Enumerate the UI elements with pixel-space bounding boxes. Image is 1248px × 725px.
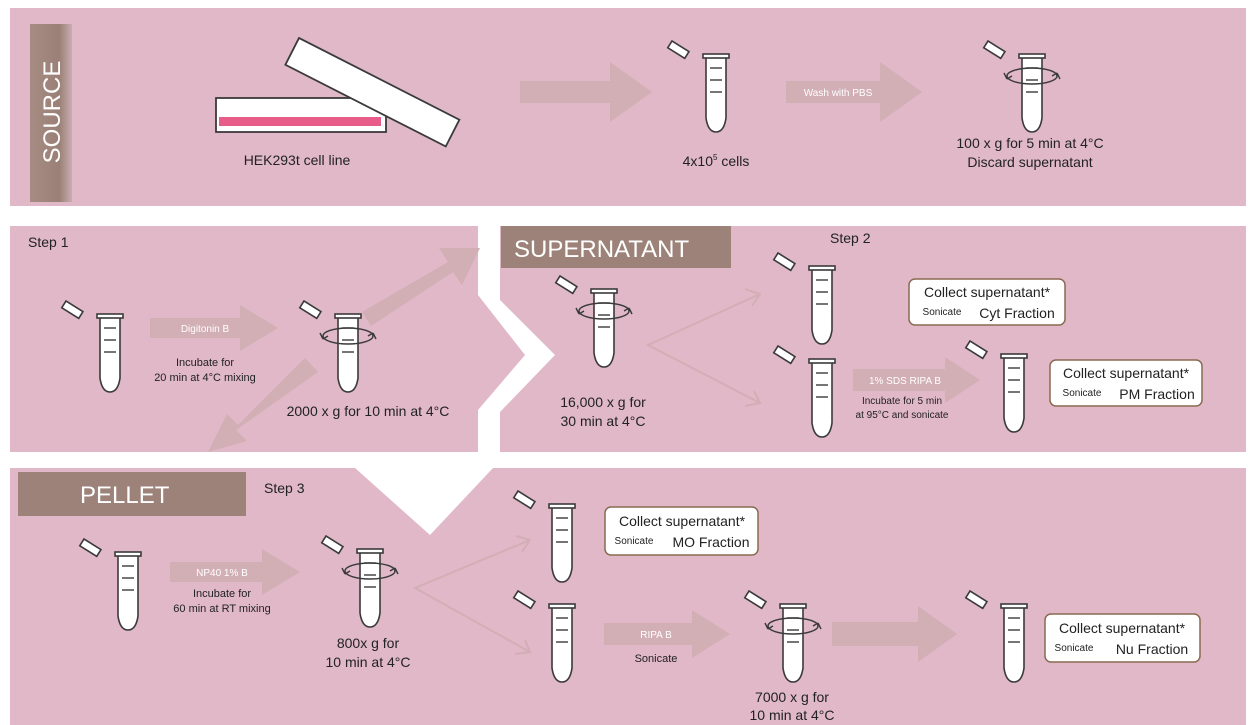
tube-source-cells <box>666 39 730 133</box>
supernatant-spin-line1: 16,000 x g for <box>560 394 646 410</box>
tube-washed-cells <box>982 39 1061 133</box>
np40-arrow <box>170 549 300 595</box>
tube-pm-input <box>772 344 836 438</box>
tube-step3-spin <box>320 534 399 628</box>
supernatant-split-arrow <box>645 288 762 407</box>
digitonin-label: Digitonin B <box>181 324 230 335</box>
nu-fraction-box: Collect supernatant* Sonicate Nu Fractio… <box>1044 613 1201 663</box>
to-pellet-arrow <box>208 358 318 452</box>
centrifuge-rotation-icon <box>575 302 633 320</box>
tube-pm <box>964 339 1028 433</box>
step1-incubate-line2: 20 min at 4°C mixing <box>154 372 256 384</box>
supernatant-header: SUPERNATANT <box>501 226 731 268</box>
cell-culture-flask <box>215 36 461 148</box>
centrifuge-rotation-icon <box>341 562 399 580</box>
nu-spin-line2: 10 min at 4°C <box>750 707 835 723</box>
step3-incubate-line1: Incubate for <box>193 588 251 600</box>
to-nu-arrow <box>832 606 957 662</box>
tube-nu <box>964 589 1028 683</box>
to-supernatant-arrow <box>362 248 480 326</box>
step1-spin-label: 2000 x g for 10 min at 4°C <box>287 403 450 419</box>
mo-fraction-box: Collect supernatant* Sonicate MO Fractio… <box>604 506 759 556</box>
nu-spin-line1: 7000 x g for <box>755 689 829 705</box>
tube-cyt <box>772 251 836 345</box>
centrifuge-rotation-icon <box>319 327 377 345</box>
nu-fraction-label: Nu Fraction <box>1116 641 1188 657</box>
pm-fraction-box: Collect supernatant* Sonicate PM Fractio… <box>1049 359 1203 407</box>
supernatant-spin-line2: 30 min at 4°C <box>561 413 646 429</box>
sds-ripa-arrow <box>853 357 980 403</box>
step2-incubate-line2: at 95°C and sonicate <box>856 410 949 421</box>
tube-supernatant-spin <box>554 274 633 368</box>
pellet-title: PELLET <box>80 482 170 509</box>
nu-collect-label: Collect supernatant* <box>1059 620 1186 636</box>
step2-label: Step 2 <box>830 230 871 246</box>
cyt-fraction-box: Collect supernatant* Sonicate Cyt Fracti… <box>908 278 1066 326</box>
pm-fraction-label: PM Fraction <box>1119 386 1194 402</box>
step1-label: Step 1 <box>28 234 69 250</box>
ripa-label: RIPA B <box>640 630 672 641</box>
step2-incubate-line1: Incubate for 5 min <box>862 396 942 407</box>
cells-count-label: 4x105 cells <box>683 153 750 169</box>
cell-line-label: HEK293t cell line <box>244 152 351 168</box>
source-title: SOURCE <box>39 61 66 164</box>
step3-panel <box>10 468 1246 725</box>
digitonin-arrow <box>150 305 278 351</box>
source-spin-line1: 100 x g for 5 min at 4°C <box>956 135 1103 151</box>
pellet-header: PELLET <box>18 472 246 516</box>
centrifuge-rotation-icon <box>764 617 822 635</box>
tube-mo <box>512 489 576 583</box>
tube-step1-input <box>60 299 124 393</box>
cyt-collect-label: Collect supernatant* <box>924 284 1051 300</box>
wash-arrow <box>786 62 922 122</box>
step3-spin-line1: 800x g for <box>337 635 400 651</box>
step1-panel <box>10 226 525 452</box>
tube-nu-spin <box>743 589 822 683</box>
cyt-fraction-label: Cyt Fraction <box>979 305 1054 321</box>
source-spin-line2: Discard supernatant <box>967 154 1092 170</box>
mo-sonicate-label: Sonicate <box>615 536 654 547</box>
ripa-arrow <box>604 610 730 658</box>
pellet-split-arrow <box>412 535 532 655</box>
cyt-sonicate-label: Sonicate <box>923 307 962 318</box>
pm-sonicate-label: Sonicate <box>1063 388 1102 399</box>
wash-label: Wash with PBS <box>804 88 873 99</box>
step3-spin-line2: 10 min at 4°C <box>326 654 411 670</box>
nu-sonicate-label: Sonicate <box>1055 643 1094 654</box>
tube-step1-spin <box>298 299 377 393</box>
supernatant-title: SUPERNATANT <box>514 236 689 263</box>
source-header: SOURCE <box>30 24 72 202</box>
step1-incubate-line1: Incubate for <box>176 357 234 369</box>
np40-label: NP40 1% B <box>196 568 248 579</box>
mo-fraction-label: MO Fraction <box>672 534 749 550</box>
tube-step3-input <box>78 537 142 631</box>
step3-label: Step 3 <box>264 480 305 496</box>
ripa-sonicate-label: Sonicate <box>635 653 678 665</box>
mo-collect-label: Collect supernatant* <box>619 513 746 529</box>
pm-collect-label: Collect supernatant* <box>1063 365 1190 381</box>
source-arrow-1 <box>520 62 652 122</box>
tube-nu-input <box>512 589 576 683</box>
centrifuge-rotation-icon <box>1003 67 1061 85</box>
sds-ripa-label: 1% SDS RIPA B <box>869 376 941 387</box>
step3-incubate-line2: 60 min at RT mixing <box>173 603 270 615</box>
